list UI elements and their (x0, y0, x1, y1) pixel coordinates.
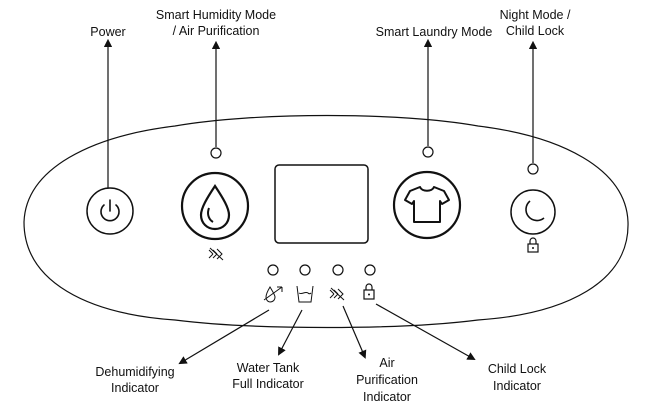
water-tank-icon (296, 285, 314, 303)
air-purification-leader-arrow (342, 305, 367, 359)
smart-humidity-label-line2: / Air Purification (173, 24, 260, 38)
night-mode-label-line2: Child Lock (506, 24, 565, 38)
night-mode-button[interactable] (510, 189, 556, 235)
dehumidifying-label-line1: Dehumidifying (95, 365, 174, 379)
power-label: Power (90, 25, 125, 39)
air-purification-label-line1: Air (379, 356, 394, 370)
child-lock-label-line2: Indicator (493, 379, 541, 393)
child-lock-led (364, 264, 376, 276)
dehumidifying-label-line2: Indicator (111, 381, 159, 395)
water-tank-label-line2: Full Indicator (232, 377, 304, 391)
dehumidifying-leader-arrow (178, 309, 270, 365)
water-tank-leader-arrow (278, 309, 303, 356)
power-button[interactable] (86, 187, 134, 235)
smart-humidity-label-line1: Smart Humidity Mode (156, 8, 276, 22)
display-screen (274, 164, 369, 244)
night-mode-led (527, 163, 539, 175)
dehumidifying-led (267, 264, 279, 276)
moon-icon (525, 200, 545, 222)
tshirt-icon (404, 186, 450, 223)
padlock-icon (363, 283, 375, 300)
air-purification-icon (208, 247, 224, 261)
air-purification-icon (329, 287, 345, 301)
child-lock-label-line1: Child Lock (488, 362, 547, 376)
smart-laundry-label: Smart Laundry Mode (376, 25, 493, 39)
air-purification-label-line3: Indicator (363, 390, 411, 404)
smart-humidity-button[interactable] (180, 171, 250, 241)
smart-laundry-button[interactable] (392, 170, 462, 240)
power-icon (100, 199, 120, 222)
water-tank-label-line1: Water Tank (237, 361, 300, 375)
panel-outline (23, 114, 629, 329)
child-lock-leader-arrow (375, 303, 476, 361)
night-mode-label-line1: Night Mode / (500, 8, 571, 22)
air-purification-label-line2: Purification (356, 373, 418, 387)
padlock-icon (527, 237, 539, 253)
dehumidify-icon (263, 286, 283, 303)
laundry-mode-led (422, 146, 434, 158)
humidity-mode-led (210, 147, 222, 159)
water-drop-icon (199, 184, 231, 231)
water-tank-led (299, 264, 311, 276)
air-purification-led (332, 264, 344, 276)
